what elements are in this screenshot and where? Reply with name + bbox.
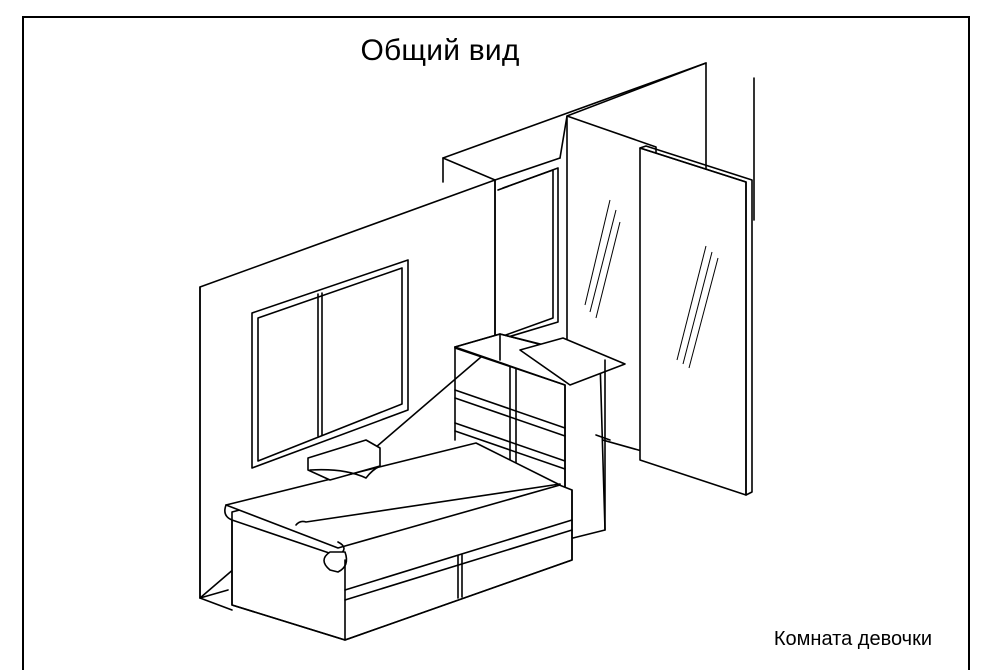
wardrobe-frame: [442, 62, 755, 346]
window: [251, 259, 409, 469]
pillow: [307, 439, 381, 481]
bed: [224, 442, 573, 641]
drawing-caption: Комната девочки: [773, 628, 932, 650]
frame-left-border: [22, 16, 24, 670]
frame-right-border: [968, 16, 970, 670]
mirror-door-right: [639, 145, 753, 496]
drawing-title: Общий вид: [360, 34, 520, 67]
frame-top-border: [22, 16, 970, 18]
